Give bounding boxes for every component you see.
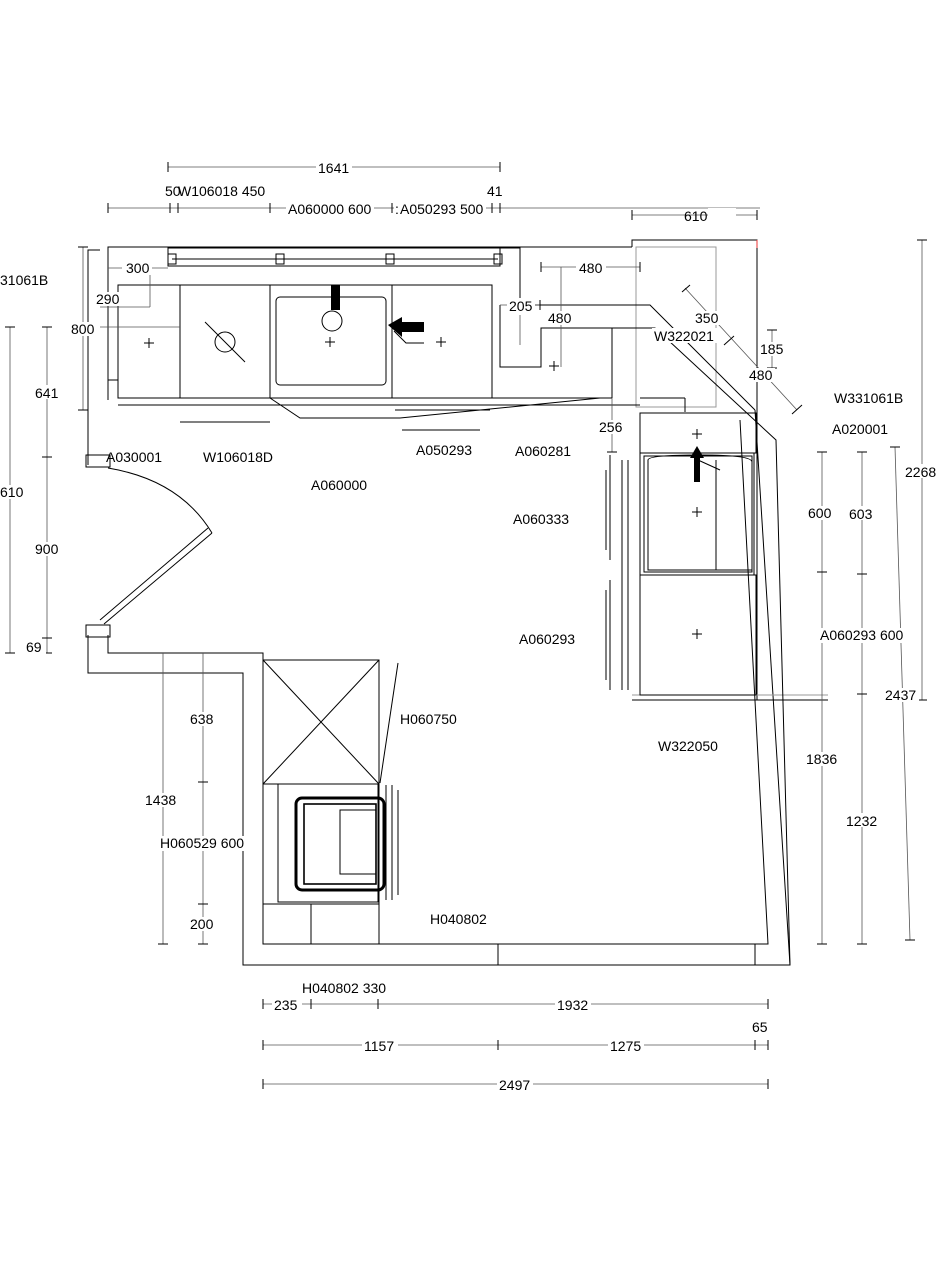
room-walls <box>87 239 828 966</box>
dim-2268: 2268 <box>905 464 936 480</box>
dim-65: 65 <box>752 1019 768 1035</box>
dim-600: 600 <box>808 505 832 521</box>
oven-unit <box>262 783 399 945</box>
label-w106018-prefix: 50 <box>165 183 181 199</box>
label-a060000-600: A060000 600 <box>288 201 372 217</box>
dim-235: 235 <box>274 997 298 1013</box>
label-w331061b-left: 31061B <box>0 272 48 288</box>
dim-610-top: 610 <box>684 208 708 224</box>
label-a060293: A060293 <box>519 631 575 647</box>
dim-480-diag: 480 <box>749 367 773 383</box>
dim-1836: 1836 <box>806 751 837 767</box>
dim-1641: 1641 <box>318 160 349 176</box>
dim-1932: 1932 <box>557 997 588 1013</box>
tall-unit-h060750 <box>262 659 399 785</box>
label-h060529-600: H060529 600 <box>160 835 244 851</box>
dim-641: 641 <box>35 385 59 401</box>
dim-2437: 2437 <box>885 687 916 703</box>
dim-1275: 1275 <box>610 1038 641 1054</box>
dim-69: 69 <box>26 639 42 655</box>
dim-41: 41 <box>487 183 503 199</box>
label-a060293-600: A060293 600 <box>820 627 904 643</box>
label-w322050: W322050 <box>658 738 718 754</box>
dim-480-top: 480 <box>579 260 603 276</box>
label-w106018d: W106018D <box>203 449 273 465</box>
dim-185: 185 <box>760 341 784 357</box>
dim-480-mid: 480 <box>548 310 572 326</box>
label-h060750: H060750 <box>400 711 457 727</box>
right-tall-units <box>605 412 757 696</box>
label-h040802: H040802 <box>430 911 487 927</box>
label-a050293-500: A050293 500 <box>400 201 484 217</box>
sink-tap-icon <box>321 285 343 332</box>
corner-diagonals <box>540 304 791 966</box>
dim-1232: 1232 <box>846 813 877 829</box>
dimension-labels: 1641 41 610 300 290 800 480 205 480 350 … <box>0 160 940 1093</box>
label-w106018-450: W106018 450 <box>178 183 265 199</box>
label-a050293-prefix: : <box>395 201 399 217</box>
dim-1157: 1157 <box>364 1038 394 1054</box>
dim-900: 900 <box>35 541 59 557</box>
dim-1438: 1438 <box>145 792 176 808</box>
dim-300: 300 <box>126 260 150 276</box>
label-w331061b-right: W331061B <box>834 390 903 406</box>
dim-610-left: 610 <box>0 484 24 500</box>
dim-603: 603 <box>849 506 873 522</box>
direction-arrow-icon <box>388 317 424 344</box>
dim-200: 200 <box>190 916 214 932</box>
dim-350: 350 <box>695 310 719 326</box>
dim-256: 256 <box>599 419 623 435</box>
label-a030001: A030001 <box>106 449 162 465</box>
dim-2497: 2497 <box>499 1077 530 1093</box>
label-w322021: W322021 <box>654 328 714 344</box>
label-a060333: A060333 <box>513 511 569 527</box>
unit-code-labels: 50 W106018 450 A060000 600 : A050293 500… <box>0 183 906 996</box>
hob-symbol <box>204 321 246 363</box>
dim-290: 290 <box>96 291 120 307</box>
dim-638: 638 <box>190 711 214 727</box>
door-swing <box>85 454 213 638</box>
label-a060000: A060000 <box>311 477 367 493</box>
label-a050293: A050293 <box>416 442 472 458</box>
label-h040802-330: H040802 330 <box>302 980 386 996</box>
center-markers-top <box>144 337 702 639</box>
label-a060281: A060281 <box>515 443 571 459</box>
label-a020001: A020001 <box>832 421 888 437</box>
right-arrow-icon <box>690 446 721 482</box>
dim-205: 205 <box>509 298 533 314</box>
dim-800: 800 <box>71 321 95 337</box>
